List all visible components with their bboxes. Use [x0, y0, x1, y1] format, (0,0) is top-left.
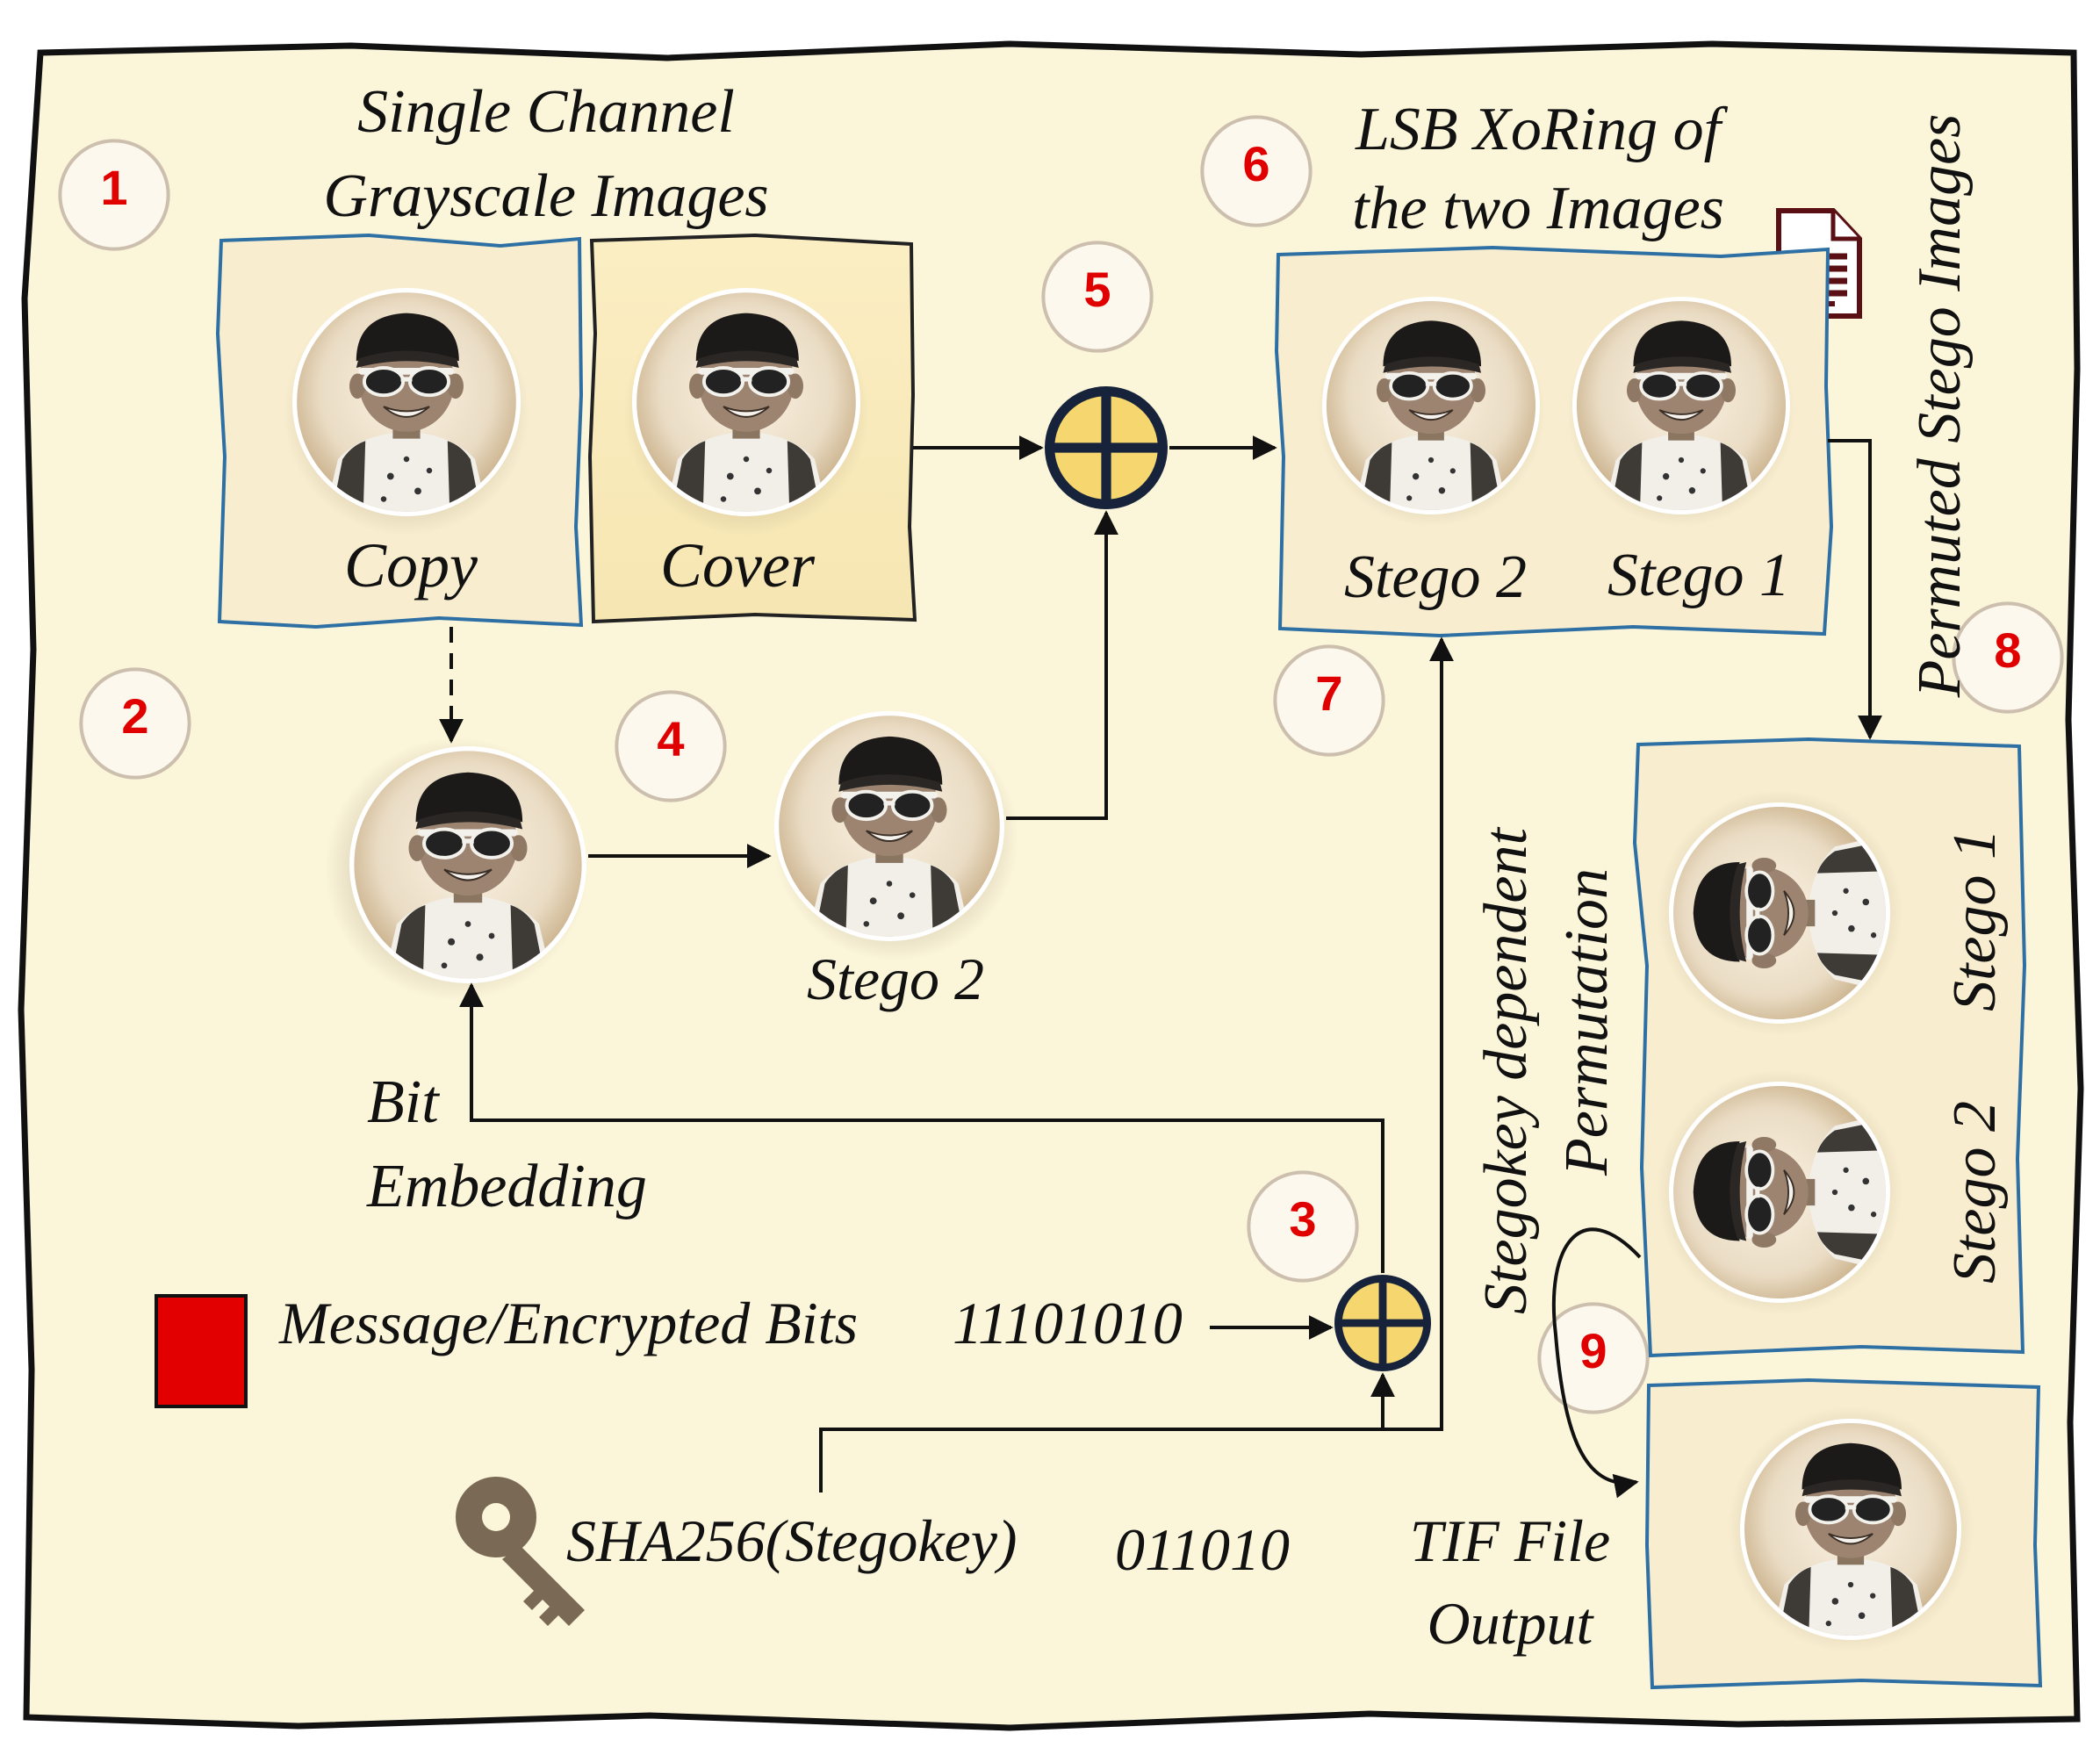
arrow-stego-pair-to-permuted	[1828, 439, 1882, 740]
step-number: 7	[1315, 665, 1342, 721]
tif-title-line1: TIF File	[1410, 1507, 1611, 1574]
permuted-stego-2-label: Stego 2	[1941, 1101, 2009, 1284]
stego-2-mid-image	[777, 714, 1003, 941]
permuted-stego-2-image	[1672, 1084, 1890, 1301]
permuted-panel: Stego 1 Stego 2	[1632, 737, 2027, 1358]
cover-panel: Cover	[587, 233, 917, 624]
single-channel-title-line2: Grayscale Images	[323, 162, 768, 230]
permuted-stego-1-image	[1672, 805, 1890, 1022]
step-badge-8: 8	[1953, 603, 2061, 711]
stegokey-title-line2: Permutation	[1553, 868, 1621, 1176]
lsb-title-line1: LSB XoRing of	[1355, 96, 1729, 163]
step-number: 5	[1083, 262, 1111, 317]
stego-2-label: Stego 2	[1344, 543, 1527, 611]
permuted-title: Permuted Stego Images	[1906, 114, 1974, 699]
cover-image	[635, 291, 859, 516]
stegokey-title-line1: Stegokey dependent	[1472, 827, 1540, 1314]
step-badge-4: 4	[616, 692, 724, 800]
tif-title-line2: Output	[1428, 1590, 1595, 1657]
key-label: SHA256(Stegokey)	[566, 1507, 1018, 1574]
key-icon	[456, 1477, 585, 1626]
arrow-key-to-stego-pair	[1383, 637, 1454, 1431]
step-badge-9: 9	[1539, 1304, 1647, 1412]
tif-output-panel	[1644, 1377, 2043, 1690]
step-badge-5: 5	[1043, 242, 1151, 350]
cover-label: Cover	[660, 530, 816, 601]
stego-1-label: Stego 1	[1607, 542, 1790, 609]
stego-2-image	[1324, 298, 1537, 514]
key-bits: 011010	[1115, 1516, 1290, 1583]
connectors	[439, 435, 1882, 1499]
copy-image	[295, 291, 519, 516]
step-number: 4	[657, 711, 684, 766]
arrow-stego2-to-xor	[1006, 510, 1118, 820]
step-number: 9	[1579, 1323, 1607, 1378]
stego-2-mid-label: Stego 2	[807, 946, 984, 1012]
permuted-stego-1-label: Stego 1	[1941, 829, 2009, 1011]
arrow-key-to-xor3	[819, 1372, 1395, 1492]
step-number: 3	[1289, 1191, 1316, 1247]
bit-embedding-line2: Embedding	[366, 1153, 647, 1220]
bit-embedding-line1: Bit	[367, 1068, 440, 1136]
message-bits: 11101010	[953, 1290, 1183, 1356]
tif-output-image	[1743, 1421, 1960, 1640]
copy-panel: Copy	[215, 233, 584, 629]
step-number: 2	[121, 688, 148, 744]
stego-pair-panel: Stego 2 Stego 1	[1274, 245, 1834, 638]
single-channel-title-line1: Single Channel	[357, 78, 735, 146]
embedding-image	[352, 749, 585, 983]
message-square-icon	[155, 1294, 248, 1408]
xor-icon-5	[1050, 392, 1163, 505]
step-badge-7: 7	[1275, 646, 1383, 754]
step-badge-6: 6	[1202, 117, 1310, 225]
lsb-title-line2: the two Images	[1352, 175, 1724, 242]
step-number: 6	[1242, 136, 1269, 191]
xor-icon-3	[1338, 1278, 1427, 1367]
copy-label: Copy	[344, 530, 478, 601]
arrow-xor3-to-embedding	[459, 982, 1384, 1273]
arrow-permuted-to-tif	[1551, 1227, 1642, 1499]
stego-1-image	[1574, 298, 1787, 514]
step-badge-2: 2	[81, 669, 189, 777]
step-number: 8	[1994, 622, 2021, 678]
message-label: Message/Encrypted Bits	[278, 1290, 858, 1356]
step-number: 1	[100, 160, 127, 215]
step-badge-1: 1	[60, 140, 168, 248]
step-badge-3: 3	[1248, 1172, 1356, 1280]
